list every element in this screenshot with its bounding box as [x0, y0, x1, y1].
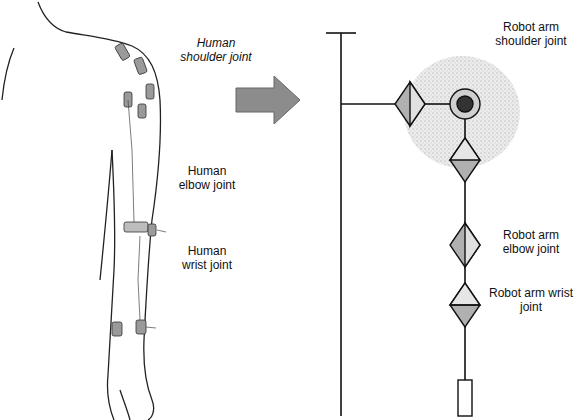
sensor-wires: [128, 100, 166, 328]
joint-label: Robot arm elbow joint: [488, 228, 574, 257]
joint-label: Robot arm shoulder joint: [488, 20, 574, 49]
revolute-joint: [395, 82, 480, 416]
shoulder-shading: [404, 56, 520, 168]
sensors: [112, 43, 156, 336]
mapping-arrow: [236, 76, 300, 124]
human-body: [2, 2, 161, 420]
joint-label: Human shoulder joint: [172, 36, 260, 65]
joint-label: Human wrist joint: [176, 244, 238, 273]
joint-label: Robot arm wrist joint: [488, 286, 574, 315]
robot-links: [326, 33, 465, 416]
joint-label: Human elbow joint: [176, 164, 238, 193]
